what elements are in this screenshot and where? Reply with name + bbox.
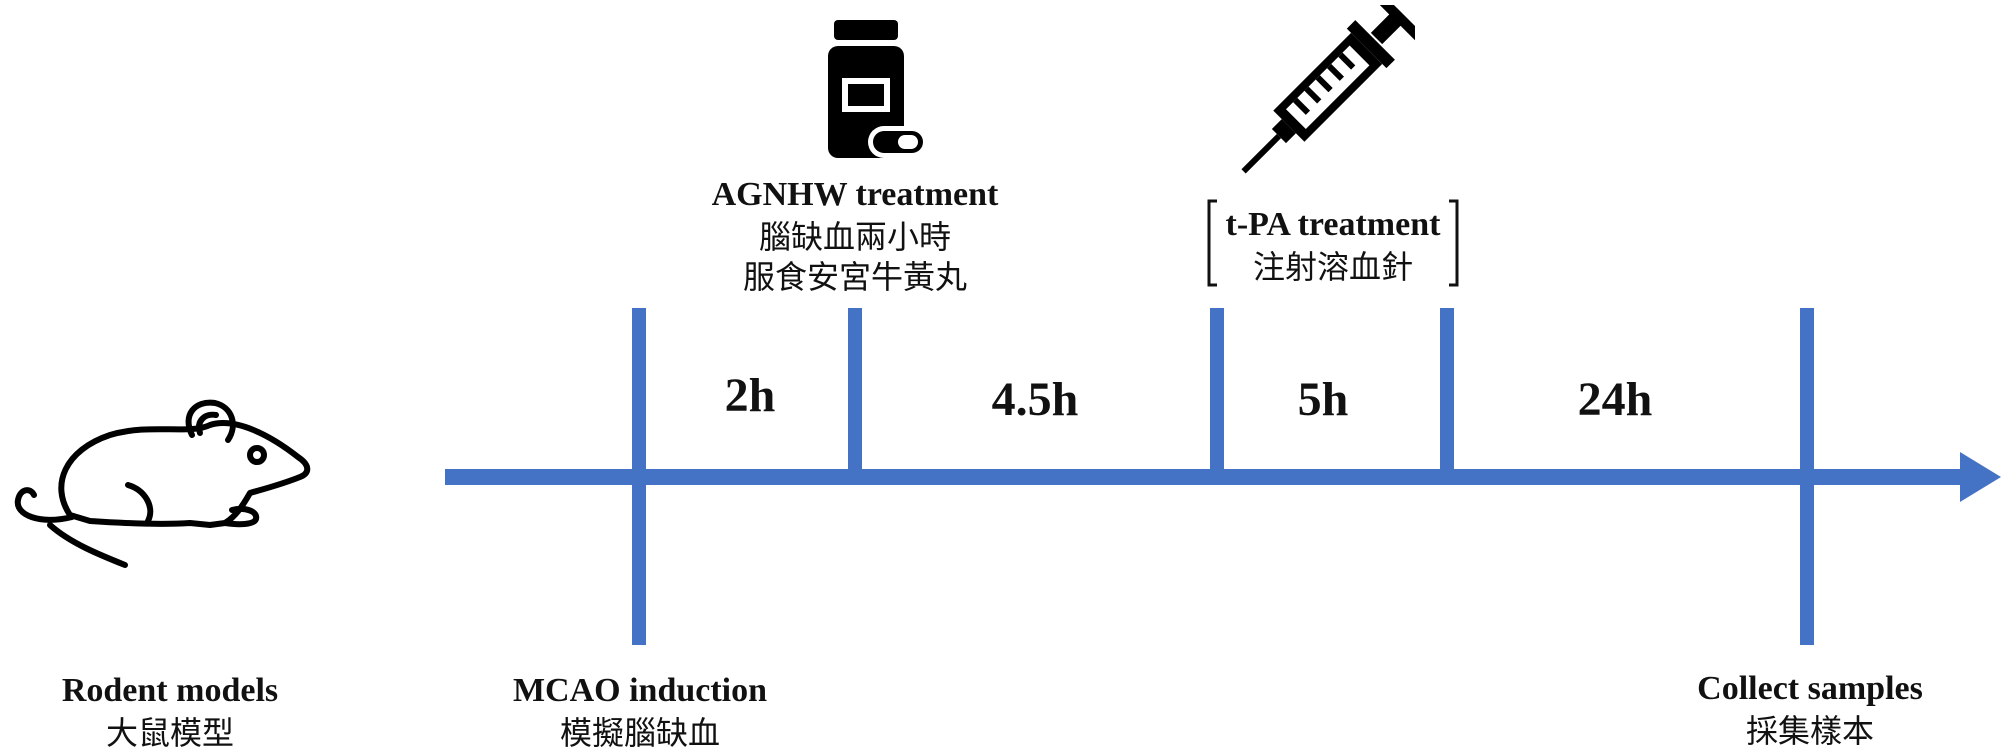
agnhw-zh-line2: 服食安宮牛黃丸 — [742, 257, 967, 296]
mcao-en: MCAO induction — [512, 672, 768, 709]
tpa-bracket — [1207, 199, 1459, 287]
rodent-en: Rodent models — [61, 672, 279, 709]
collect-en: Collect samples — [1697, 670, 1923, 707]
duration-24h: 24h — [1577, 373, 1653, 426]
tpa-label: t-PA treatment 注射溶血針 — [1213, 204, 1453, 287]
duration-5h: 5h — [1297, 373, 1349, 426]
tick-agnhw — [848, 308, 862, 476]
tpa-zh: 注射溶血針 — [1252, 247, 1413, 286]
rodent-zh: 大鼠模型 — [105, 713, 234, 752]
tick-tpa-start — [1210, 308, 1224, 476]
collect-zh: 採集樣本 — [1745, 711, 1874, 750]
duration-2h: 2h — [724, 369, 776, 422]
agnhw-label: AGNHW treatment 腦缺血兩小時 服食安宮牛黃丸 — [655, 174, 1055, 297]
agnhw-zh-line1: 腦缺血兩小時 — [758, 217, 951, 256]
collect-label: Collect samples 採集樣本 — [1650, 668, 1970, 751]
tick-mcao — [632, 308, 646, 645]
mcao-label: MCAO induction 模擬腦缺血 — [480, 670, 800, 753]
mcao-zh: 模擬腦缺血 — [559, 713, 720, 752]
timeline-axis — [445, 469, 1965, 485]
medicine-bottle-icon — [828, 20, 928, 158]
timeline-arrowhead — [1960, 452, 2001, 502]
syringe-icon — [1241, 5, 1415, 174]
rodent-label: Rodent models 大鼠模型 — [20, 670, 320, 753]
tpa-en: t-PA treatment — [1225, 206, 1441, 243]
tick-collect — [1800, 308, 1814, 645]
agnhw-en: AGNHW treatment — [711, 176, 999, 213]
duration-4-5h: 4.5h — [991, 373, 1079, 426]
tick-tpa-end — [1440, 308, 1454, 476]
mouse-icon — [14, 399, 311, 568]
